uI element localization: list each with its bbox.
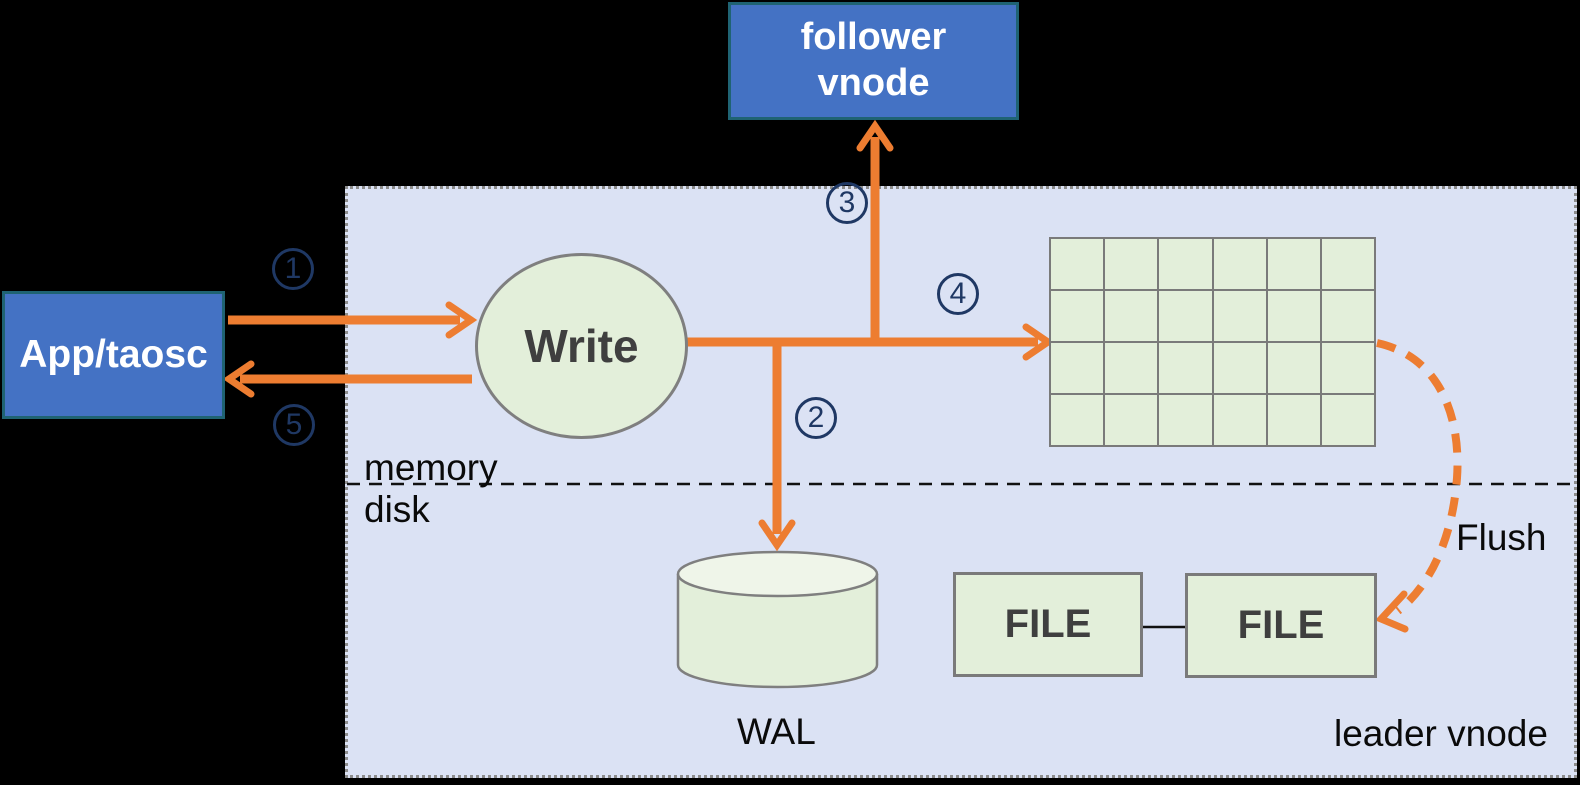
- follower-vnode-node: follower vnode: [728, 2, 1019, 120]
- mem-table-cell: [1159, 239, 1212, 289]
- mem-table-cell: [1051, 395, 1104, 445]
- mem-table-cell: [1213, 291, 1266, 341]
- app-taosc-node: App/taosc: [2, 291, 225, 419]
- mem-table-cell: [1321, 395, 1374, 445]
- mem-table-cell: [1159, 291, 1212, 341]
- mem-table-cell: [1321, 239, 1374, 289]
- file-node-1: FILE: [953, 572, 1143, 677]
- app-taosc-label: App/taosc: [19, 333, 208, 376]
- mem-table-cell: [1267, 343, 1320, 393]
- mem-table-cell: [1267, 291, 1320, 341]
- write-label: Write: [524, 320, 639, 372]
- mem-table-cell: [1105, 239, 1158, 289]
- mem-table-grid: [1049, 237, 1376, 447]
- wal-label: WAL: [737, 711, 816, 752]
- mem-table-cell: [1321, 343, 1374, 393]
- file-2-label: FILE: [1237, 603, 1325, 647]
- mem-table-cell: [1213, 343, 1266, 393]
- mem-table-cell: [1321, 291, 1374, 341]
- memory-label: memory: [364, 447, 498, 488]
- step-badge-3: 3: [826, 182, 868, 224]
- leader-vnode-label: leader vnode: [1334, 713, 1548, 754]
- mem-table-cell: [1051, 239, 1104, 289]
- step-badge-1: 1: [272, 248, 314, 290]
- mem-table-cell: [1213, 395, 1266, 445]
- mem-table-cell: [1267, 239, 1320, 289]
- step-badge-4: 4: [937, 273, 979, 315]
- mem-table-cell: [1105, 343, 1158, 393]
- mem-table-cell: [1105, 291, 1158, 341]
- step-badge-2: 2: [795, 397, 837, 439]
- mem-table-cell: [1159, 343, 1212, 393]
- mem-table-cell: [1267, 395, 1320, 445]
- file-1-label: FILE: [1004, 602, 1092, 646]
- follower-vnode-label: follower vnode: [800, 16, 947, 104]
- mem-table-cell: [1105, 395, 1158, 445]
- mem-table-cell: [1213, 239, 1266, 289]
- disk-label: disk: [364, 489, 430, 530]
- mem-table-cell: [1159, 395, 1212, 445]
- file-node-2: FILE: [1185, 573, 1377, 678]
- mem-table-cell: [1051, 291, 1104, 341]
- write-node: Write: [475, 253, 688, 439]
- step-badge-5: 5: [273, 404, 315, 446]
- flush-label: Flush: [1456, 517, 1547, 558]
- mem-table-cell: [1051, 343, 1104, 393]
